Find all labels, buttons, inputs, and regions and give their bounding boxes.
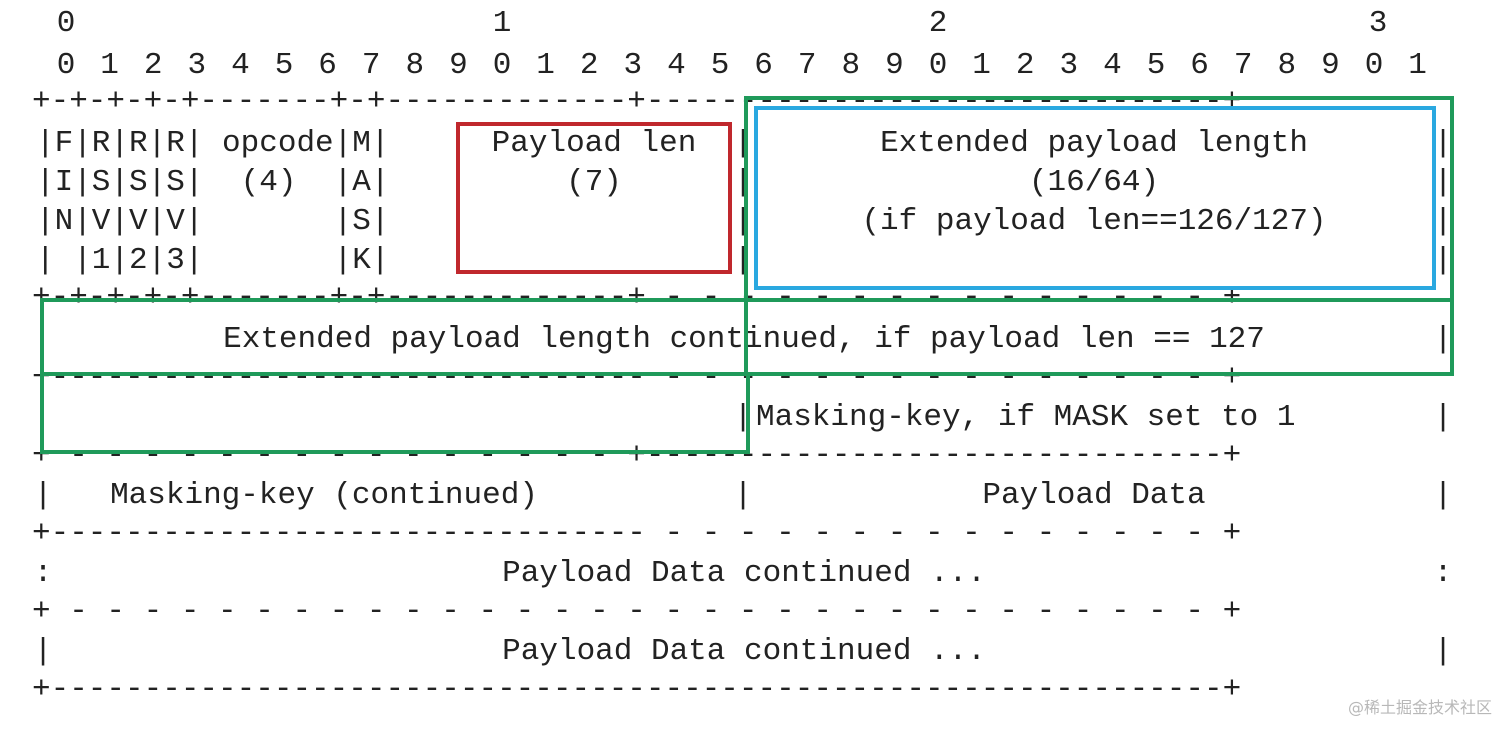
ones-digit: 4 — [667, 48, 686, 83]
extended-length-highlight-bottom — [40, 376, 750, 454]
field-divider: | — [33, 634, 53, 669]
tens-digit: 2 — [928, 6, 948, 41]
tens-digit: 3 — [1368, 6, 1388, 41]
ones-digit: 0 — [1364, 48, 1384, 83]
separator-after-mask: + - - - - - - - - - - - - - - - +-------… — [32, 438, 1242, 473]
ones-digit: 8 — [841, 48, 861, 83]
ones-digit: 1 — [1408, 48, 1427, 83]
ones-digit: 7 — [361, 48, 381, 83]
field-divider: | — [1433, 478, 1453, 513]
ones-digit: 8 — [405, 48, 425, 83]
ones-digit: 5 — [274, 48, 294, 83]
payload-data-label: Payload Data — [982, 478, 1206, 513]
separator-after-payload: +-------------------------------- - - - … — [32, 516, 1242, 551]
payload-data-continued-label: Payload Data continued ... — [502, 634, 986, 669]
extended-payload-length-label: Extended payload length — [880, 126, 1308, 161]
separator-dashed: + - - - - - - - - - - - - - - - - - - - … — [32, 594, 1242, 629]
ones-digit: 6 — [1190, 48, 1209, 83]
field-divider: | — [1433, 165, 1453, 200]
payload-len-highlight — [456, 122, 732, 274]
ones-digit: 2 — [143, 48, 163, 83]
extended-continued-label: Extended payload length continued, if pa… — [223, 322, 1265, 357]
separator-top: +-+-+-+-+-------+-+-------------+-------… — [32, 84, 1242, 119]
payload-len-label: Payload len — [491, 126, 697, 161]
masking-key-continued-label: Masking-key (continued) — [110, 478, 538, 513]
field-divider: | — [1433, 322, 1453, 357]
ones-digit: 2 — [1015, 48, 1035, 83]
field-divider: | — [1433, 204, 1453, 239]
ones-digit: 0 — [492, 48, 512, 83]
field-divider: | — [1433, 400, 1453, 435]
ones-digit: 3 — [187, 48, 207, 83]
ones-digit: 9 — [449, 48, 468, 83]
ones-digit: 6 — [754, 48, 773, 83]
tens-digit: 0 — [56, 6, 76, 41]
tens-digit: 1 — [492, 6, 512, 41]
field-divider: : — [1433, 556, 1453, 591]
flag-bits-line: |I|S|S|S| (4) |A| — [36, 165, 390, 200]
extended-length-highlight-top — [744, 96, 1454, 376]
separator-after-extended: +-------------------------------- - - - … — [32, 360, 1242, 395]
field-divider: | — [1433, 243, 1453, 278]
extended-length-highlight-mid — [40, 298, 1454, 376]
ones-digit: 0 — [56, 48, 76, 83]
separator-bottom: +---------------------------------------… — [32, 672, 1242, 707]
extended-payload-length-bits: (16/64) — [1028, 165, 1160, 200]
ones-digit: 1 — [536, 48, 555, 83]
ones-digit: 5 — [710, 48, 730, 83]
ones-digit: 4 — [1103, 48, 1122, 83]
ones-digit: 2 — [579, 48, 599, 83]
field-divider: : — [33, 556, 53, 591]
ones-digit: 0 — [928, 48, 948, 83]
extended-payload-highlight — [754, 106, 1436, 290]
ones-digit: 1 — [100, 48, 119, 83]
ones-digit: 7 — [1233, 48, 1253, 83]
ones-digit: 1 — [972, 48, 991, 83]
masking-key-label: Masking-key, if MASK set to 1 — [756, 400, 1296, 435]
payload-len-bits: (7) — [566, 165, 622, 200]
watermark: @稀土掘金技术社区 — [1347, 698, 1492, 717]
flag-bits-line: | |1|2|3| |K| — [36, 243, 390, 278]
ones-digit: 7 — [797, 48, 817, 83]
field-divider: | — [1433, 634, 1453, 669]
ones-digit: 9 — [885, 48, 904, 83]
field-divider: | — [733, 478, 753, 513]
ones-digit: 9 — [1321, 48, 1340, 83]
ones-digit: 3 — [1059, 48, 1079, 83]
ones-digit: 3 — [623, 48, 643, 83]
extended-payload-length-condition: (if payload len==126/127) — [861, 204, 1327, 239]
payload-data-continued-label: Payload Data continued ... — [502, 556, 986, 591]
ones-digit: 8 — [1277, 48, 1297, 83]
flag-bits-line: |N|V|V|V| |S| — [36, 204, 390, 239]
ones-digit: 6 — [318, 48, 337, 83]
ones-digit: 4 — [231, 48, 250, 83]
field-divider: | — [33, 478, 53, 513]
field-divider: | — [1433, 126, 1453, 161]
ones-digit: 5 — [1146, 48, 1166, 83]
flag-bits-line: |F|R|R|R| opcode|M| — [36, 126, 390, 161]
